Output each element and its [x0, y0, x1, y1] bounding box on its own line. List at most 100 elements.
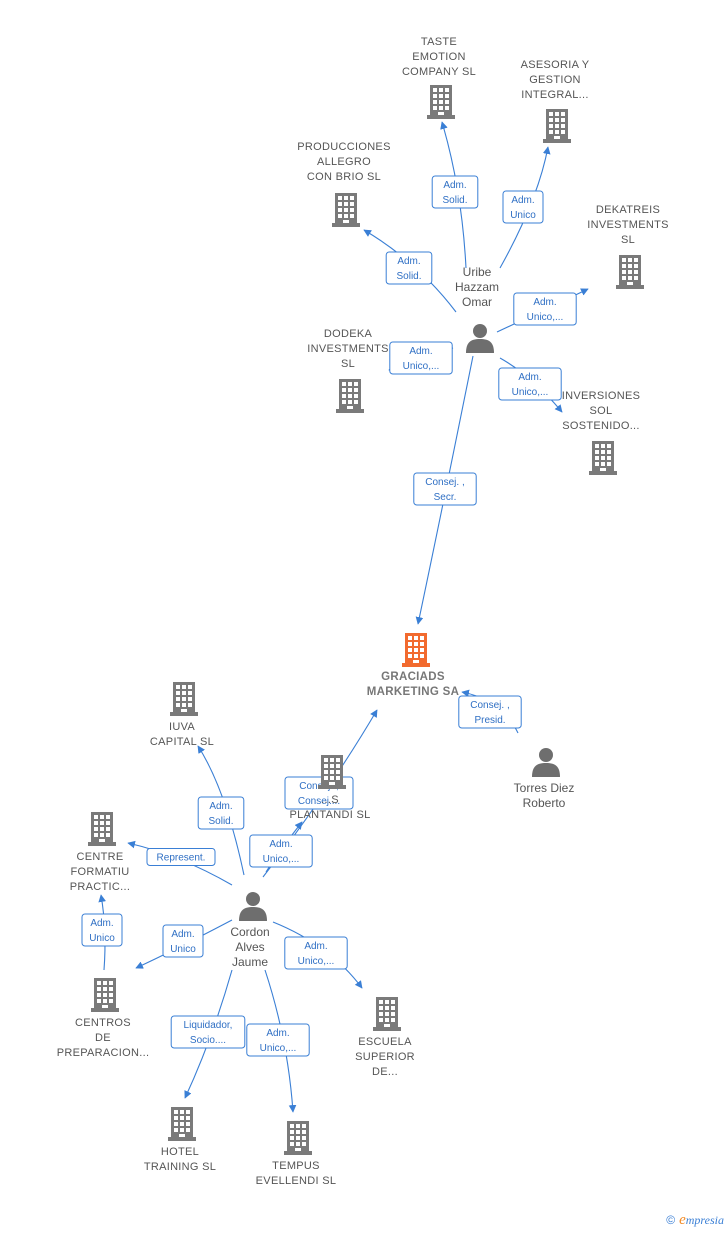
node-label-line: ESCUELA [358, 1036, 412, 1048]
edge-role-text: Adm. [533, 297, 556, 308]
edge-role-badge[interactable]: Adm.Solid. [385, 251, 433, 285]
building-icon [88, 812, 116, 846]
edge-role-text: Liquidador, [184, 1020, 233, 1031]
node-label-line: FORMATIU [70, 866, 129, 878]
node-label-line: Hazzam [455, 280, 499, 294]
node-label-line: CAPITAL SL [150, 736, 214, 748]
node-label-line: DEKATREIS [596, 204, 660, 216]
edge-role-text: Presid. [474, 715, 505, 726]
node-label-line: TRAINING SL [144, 1161, 216, 1173]
edge-role-box [498, 367, 562, 401]
node-label-line: PRODUCCIONES [297, 141, 390, 153]
edge-role-badge[interactable]: Adm.Unico [162, 924, 204, 958]
building-icon [91, 978, 119, 1012]
node-label-line: EVELLENDI SL [256, 1175, 337, 1187]
node-label-line: DE [95, 1032, 111, 1044]
node-label-line: PLANTANDI SL [289, 809, 370, 821]
edge-role-text: Adm. [443, 180, 466, 191]
edge-role-text: Consej. , [425, 477, 464, 488]
node-label-line: PREPARACION... [57, 1047, 150, 1059]
edge-role-text: Unico [510, 210, 536, 221]
node-label-line: SOSTENIDO... [562, 420, 640, 432]
company-node-tempus[interactable]: TEMPUS EVELLENDI SL [256, 1121, 337, 1187]
edge-role-badge[interactable]: Liquidador,Socio.... [170, 1015, 246, 1049]
node-label-line: TEMPUS [272, 1160, 320, 1172]
edge-role-badge[interactable]: Consej. , Secr. [413, 472, 477, 506]
edge-role-badge[interactable]: Adm.Unico,... [246, 1023, 310, 1057]
company-node-asesoria[interactable]: ASESORIA YGESTIONINTEGRAL... [521, 59, 590, 143]
edge-role-box [502, 190, 544, 224]
node-label-line: Jaume [232, 955, 268, 969]
edge-role-badge[interactable]: Adm. Solid. [431, 175, 479, 209]
edge-role-badge[interactable]: Adm.Unico [502, 190, 544, 224]
edge-role-text: Adm. [518, 372, 541, 383]
edge-role-badge[interactable]: Adm. Unico,... [249, 834, 313, 868]
person-icon [239, 892, 267, 921]
node-label-line: INVERSIONES [562, 390, 641, 402]
node-label-line: GRACIADS [381, 671, 445, 683]
node-label-line: DODEKA [324, 328, 373, 340]
edge-role-badge[interactable]: Adm. Unico [81, 913, 123, 947]
edge-role-badge[interactable]: Consej. , Presid. [458, 695, 522, 729]
edge-role-text: Adm. [269, 839, 292, 850]
node-label-line: ...S [321, 794, 339, 806]
edge-role-text: Unico,... [263, 854, 300, 865]
edge-role-box [389, 341, 453, 375]
edge-role-box [170, 1015, 246, 1049]
edge-role-badge[interactable]: Adm.Unico,... [498, 367, 562, 401]
edge-role-text: Unico,... [403, 361, 440, 372]
edge-role-text: Solid. [442, 195, 467, 206]
company-node-centros[interactable]: CENTROSDEPREPARACION... [57, 978, 150, 1059]
edge-role-text: Unico [89, 933, 115, 944]
person-icon [532, 748, 560, 777]
edge-role-badge[interactable]: Adm.Unico,... [284, 936, 348, 970]
edge-role-text: Consej.... [298, 796, 340, 807]
edge-role-box [385, 251, 433, 285]
building-icon [284, 1121, 312, 1155]
edge-role-badge[interactable]: Adm.Unico,... [389, 341, 453, 375]
edge-role-text: Consej. , [470, 700, 509, 711]
person-icon [466, 324, 494, 353]
edge-role-text: Adm. [90, 918, 113, 929]
edge-role-text: Secr. [434, 492, 457, 503]
node-label-line: SL [341, 358, 355, 370]
edge-role-text: Unico,... [260, 1043, 297, 1054]
company-node-inversiones[interactable]: INVERSIONESSOLSOSTENIDO... [562, 390, 641, 475]
edge-role-box [413, 472, 477, 506]
copyright-symbol: © [666, 1213, 676, 1227]
edge-role-box [197, 796, 245, 830]
edge-role-text: Unico,... [298, 956, 335, 967]
node-label-line: Alves [235, 940, 264, 954]
node-label-line: Torres Diez [514, 781, 575, 795]
company-node-plantandi[interactable]: ...S PLANTANDI SL [289, 755, 370, 821]
edge-role-badge[interactable]: Represent. [146, 848, 216, 866]
company-node-centre[interactable]: CENTREFORMATIUPRACTIC... [70, 812, 130, 893]
company-node-escuela[interactable]: ESCUELASUPERIORDE... [355, 997, 415, 1078]
edge-role-box [162, 924, 204, 958]
edge-role-badge[interactable]: Adm.Solid. [197, 796, 245, 830]
node-label-line: CENTRE [76, 851, 123, 863]
node-label-line: INVESTMENTS [587, 219, 669, 231]
edge-role-box [246, 1023, 310, 1057]
node-label-line: Roberto [523, 796, 566, 810]
building-icon [616, 255, 644, 289]
edge-role-text: Adm. [209, 801, 232, 812]
building-icon [336, 379, 364, 413]
edge-role-text: Unico,... [527, 312, 564, 323]
building-icon [318, 755, 346, 789]
building-icon [543, 109, 571, 143]
node-label-line: GESTION [529, 74, 581, 86]
edge-role-badge[interactable]: Adm. Unico,... [513, 292, 577, 326]
